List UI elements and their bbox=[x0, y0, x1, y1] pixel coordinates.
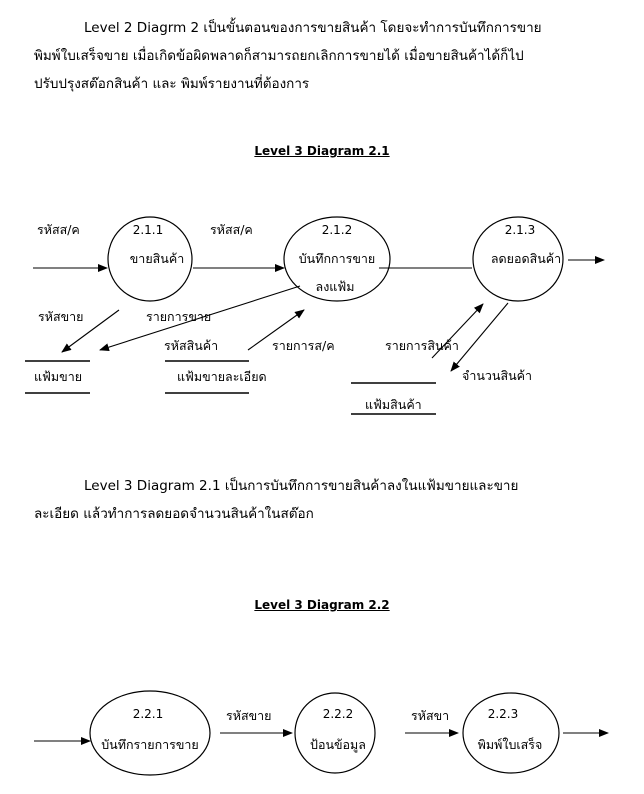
process-2-1-1-number: 2.1.1 bbox=[133, 223, 164, 237]
flow-label-product-code: รหัสสินค้า bbox=[164, 338, 218, 353]
flow-product-file-to-2-1-3 bbox=[431, 303, 484, 359]
store-product-file: แฟ้มสินค้า bbox=[351, 382, 436, 415]
store-product-file-label: แฟ้มสินค้า bbox=[365, 397, 422, 412]
store-sale-detail-file: แฟ้มขายละเอียด bbox=[165, 360, 267, 394]
diagram-2-2-title: Level 3 Diagram 2.2 bbox=[254, 598, 390, 612]
process-2-1-2-label-2: ลงแฟ้ม bbox=[316, 279, 355, 294]
intro-line-2: พิมพ์ใบเสร็จขาย เมื่อเกิดข้อผิดพลาดก็สาม… bbox=[34, 48, 524, 64]
intro-line-1: Level 2 Diagrm 2 เป็นขั้นตอนของการขายสิน… bbox=[84, 20, 542, 36]
process-2-2-1: 2.2.1 บันทึกรายการขาย bbox=[89, 690, 211, 776]
flow-label-2-2-p1-to-p2: รหัสขาย bbox=[226, 708, 271, 723]
process-2-2-3: 2.2.3 พิมพ์ใบเสร็จ bbox=[462, 692, 560, 774]
diagram-2-1-title: Level 3 Diagram 2.1 bbox=[254, 144, 390, 158]
process-2-2-2-label: ป้อนข้อมูล bbox=[310, 737, 366, 753]
flow-2-1-1-to-sale-file bbox=[61, 309, 120, 353]
process-2-1-2: 2.1.2 บันทึกการขาย ลงแฟ้ม bbox=[283, 216, 391, 302]
process-2-2-3-label: พิมพ์ใบเสร็จ bbox=[478, 737, 543, 752]
flow-label-2-2-p2-to-p3: รหัสขา bbox=[411, 708, 449, 723]
flow-label-input: รหัสส/ค bbox=[37, 222, 80, 237]
process-2-2-2-number: 2.2.2 bbox=[323, 707, 354, 721]
middle-paragraph: Level 3 Diagram 2.1 เป็นการบันทึกการขายส… bbox=[34, 472, 594, 528]
flow-2-1-3-to-product-file bbox=[450, 302, 509, 372]
process-2-2-1-label: บันทึกรายการขาย bbox=[101, 737, 199, 752]
process-2-1-3-number: 2.1.3 bbox=[505, 223, 536, 237]
process-2-1-1: 2.1.1 ขายสินค้า bbox=[107, 216, 193, 302]
process-2-1-2-label: บันทึกการขาย bbox=[299, 251, 375, 266]
middle-line-1: Level 3 Diagram 2.1 เป็นการบันทึกการขายส… bbox=[84, 478, 519, 494]
intro-line-3: ปรับปรุงสต๊อกสินค้า และ พิมพ์รายงานที่ต้… bbox=[34, 76, 310, 92]
flow-label-product-qty: จำนวนสินค้า bbox=[462, 368, 532, 383]
process-2-1-3-label: ลดยอดสินค้า bbox=[491, 251, 561, 266]
flow-label-product-items: รายการสินค้า bbox=[385, 338, 459, 353]
store-sale-file-label: แฟ้มขาย bbox=[34, 369, 82, 384]
flow-label-p1-to-p2: รหัสส/ค bbox=[210, 222, 253, 237]
process-2-1-3: 2.1.3 ลดยอดสินค้า bbox=[472, 216, 564, 302]
flow-label-sale-code: รหัสขาย bbox=[38, 309, 83, 324]
flow-label-sale-items: รายการขาย bbox=[146, 309, 211, 324]
process-2-2-2: 2.2.2 ป้อนข้อมูล bbox=[294, 692, 376, 774]
process-2-2-1-number: 2.2.1 bbox=[133, 707, 164, 721]
process-2-1-1-label: ขายสินค้า bbox=[130, 251, 184, 266]
intro-paragraph: Level 2 Diagrm 2 เป็นขั้นตอนของการขายสิน… bbox=[34, 14, 594, 98]
middle-line-2: ละเอียด แล้วทำการลดยอดจำนวนสินค้าในสต๊อก bbox=[34, 506, 314, 522]
flow-label-sale-detail-items: รายการส/ค bbox=[272, 338, 335, 353]
store-sale-file: แฟ้มขาย bbox=[25, 360, 90, 394]
flow-2-1-2-to-sale-file bbox=[99, 285, 301, 352]
process-2-2-3-number: 2.2.3 bbox=[488, 707, 519, 721]
flow-sale-detail-to-2-1-2 bbox=[247, 309, 305, 351]
store-sale-detail-file-label: แฟ้มขายละเอียด bbox=[177, 369, 267, 384]
process-2-1-2-number: 2.1.2 bbox=[322, 223, 353, 237]
